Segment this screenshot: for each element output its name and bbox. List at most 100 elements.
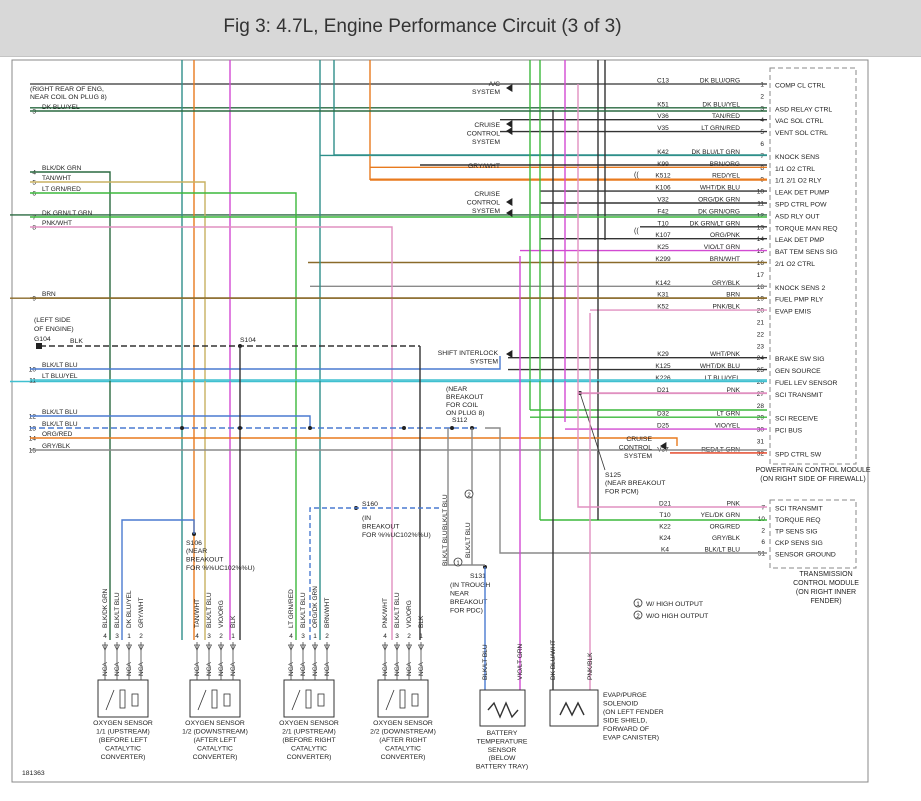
pcm-pin-number: 19 — [757, 296, 765, 303]
location-note: (RIGHT REAR OF ENG, — [30, 86, 104, 93]
o2-nca-label: NCA — [126, 662, 133, 676]
o2-wire-label: BLK/LT BLU — [206, 592, 213, 628]
o2-terminal — [287, 644, 295, 651]
o2-title: OXYGEN SENSOR — [373, 720, 433, 727]
pcm-title: POWERTRAIN CONTROL MODULE — [755, 467, 870, 474]
tcm-pin-function: SENSOR GROUND — [775, 552, 836, 559]
pcm-circuit-id: D32 — [657, 411, 669, 418]
pcm-pin-number: 8 — [760, 165, 764, 172]
pcm-wire-color: RED/YEL — [712, 173, 740, 180]
splice-label-s112: S112 — [452, 417, 468, 424]
pcm-circuit-id: F42 — [657, 208, 669, 215]
evap-desc: FORWARD OF — [603, 726, 649, 733]
pcm-circuit-id: K106 — [655, 185, 671, 192]
evap-wire-label: DK BLU/WHT — [550, 640, 557, 680]
system-label: CRUISE — [626, 436, 652, 443]
pcm-pin-function: 2/1 O2 CTRL — [775, 261, 815, 268]
wire-s131-c — [485, 427, 767, 554]
tcm-pin-number: 7 — [761, 505, 765, 512]
vertical-wire-label: BLK/LT BLU — [442, 494, 449, 530]
pcm-pin-function: GEN SOURCE — [775, 368, 821, 375]
tcm-pin-function: SCI TRANSMIT — [775, 506, 823, 513]
o2-terminal — [217, 644, 225, 651]
pcm-pin-number: 13 — [757, 224, 765, 231]
system-label: CRUISE — [474, 122, 500, 129]
pcm-wire-color: WHT/DK BLU — [700, 185, 740, 192]
pcm-pin-number: 6 — [760, 141, 764, 148]
splice-note-s112: ON PLUG 8) — [446, 410, 485, 417]
pcm-pin-function: VAC SOL CTRL — [775, 118, 824, 125]
o2-pin-number: 2 — [407, 633, 411, 640]
o2-wire-label: BLK/LT BLU — [300, 592, 307, 628]
o2-title: OXYGEN SENSOR — [185, 720, 245, 727]
legend-marker — [633, 598, 643, 608]
o2-nca-label: NCA — [394, 662, 401, 676]
battery-wire-label: BLK/LT BLU — [482, 644, 489, 680]
evap-solenoid-body — [549, 689, 599, 727]
battery-sensor-title: SENSOR — [488, 747, 517, 754]
left-wire-color: BLK/LT BLU — [42, 409, 78, 416]
pcm-wire-color: DK BLU/LT GRN — [691, 149, 740, 156]
system-label: CONTROL — [619, 445, 652, 452]
o2-nca-label: NCA — [114, 662, 121, 676]
left-wire-color: PNK/WHT — [42, 220, 72, 227]
vertical-wire-label: BLK/LT BLU — [465, 522, 472, 558]
o2-nca-label: NCA — [418, 662, 425, 676]
pcm-circuit-id: K42 — [657, 149, 669, 156]
tcm-circuit-id: K24 — [659, 535, 671, 542]
o2-title: 1/1 (UPSTREAM) — [96, 729, 150, 736]
pcm-circuit-id: V36 — [657, 113, 669, 120]
o2-pin-number: 3 — [207, 633, 211, 640]
left-wire-color: DK BLU/YEL — [42, 104, 80, 111]
pcm-wire-color: ORG/DK GRN — [698, 197, 740, 204]
splice-note-s160: BREAKOUT — [362, 524, 399, 531]
splice-note-s125: FOR PCM) — [605, 489, 639, 496]
wire-org-red — [30, 437, 678, 446]
o2-sensor-body — [189, 679, 241, 718]
pcm-pin-number: 7 — [760, 153, 764, 160]
o2-desc: CATALYTIC — [197, 746, 233, 753]
evap-title: SOLENOID — [603, 701, 638, 708]
left-pin-number: 13 — [29, 426, 37, 433]
o2-wire-label: BRN/WHT — [324, 598, 331, 628]
pcm-wire-color: TAN/RED — [712, 113, 740, 120]
pcm-wire-color: DK BLU/YEL — [702, 101, 740, 108]
pcm-pin-function: 1/1 2/1 O2 RLY — [775, 178, 822, 185]
pcm-circuit-id: C13 — [657, 78, 669, 85]
o2-desc: CONVERTER) — [101, 754, 146, 761]
splice-label-s106: S106 — [186, 540, 202, 547]
arrow-cruise — [660, 442, 667, 450]
o2-terminal — [113, 644, 121, 651]
pcm-wire-color: PNK/BLK — [713, 304, 741, 311]
tcm-subtitle: FENDER) — [810, 598, 841, 605]
o2-element — [385, 689, 395, 711]
system-label: SYSTEM — [472, 89, 500, 96]
left-pin-number: 11 — [29, 378, 36, 385]
o2-nca-label: NCA — [194, 662, 201, 676]
left-pin-number: 10 — [29, 367, 37, 374]
system-label: CRUISE — [474, 191, 500, 198]
left-pin-number: 9 — [32, 296, 36, 303]
pcm-pin-function: SPD CTRL POW — [775, 202, 827, 209]
pcm-circuit-id: K226 — [655, 375, 671, 382]
o2-terminal — [323, 644, 331, 651]
marker-text: 2 — [467, 493, 471, 499]
splice-dot — [402, 426, 406, 430]
o2-nca-label: NCA — [218, 662, 225, 676]
system-label: SYSTEM — [472, 139, 500, 146]
legend-text: W/O HIGH OUTPUT — [646, 613, 708, 620]
splice-label-s104: S104 — [240, 337, 256, 344]
system-label: SYSTEM — [624, 453, 652, 460]
left-wire-color: GRY/BLK — [42, 443, 71, 450]
pcm-pin-function: ASD RELAY CTRL — [775, 106, 832, 113]
tcm-circuit-id: K22 — [659, 524, 671, 531]
pcm-pin-number: 2 — [760, 93, 764, 100]
pcm-circuit-id: V35 — [657, 125, 669, 132]
o2-heater — [399, 689, 406, 709]
ground-note: OF ENGINE) — [34, 326, 74, 333]
splice-note-s125: (NEAR BREAKOUT — [605, 480, 665, 487]
pcm-pin-function: 1/1 O2 CTRL — [775, 166, 815, 173]
o2-nca-label: NCA — [206, 662, 213, 676]
splice-dot — [180, 426, 184, 430]
